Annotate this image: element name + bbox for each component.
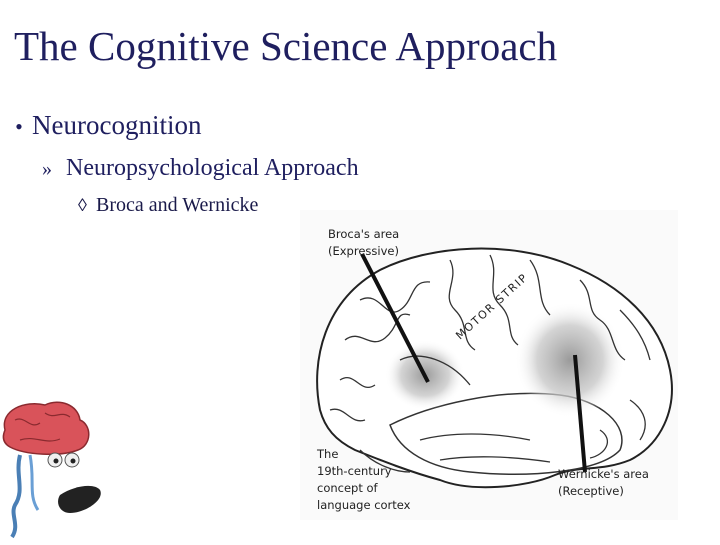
bullet-text: Neuropsychological Approach: [66, 155, 359, 181]
bullet-marker: •: [6, 114, 32, 140]
brain-clipart-drawing: [0, 395, 110, 540]
brain-clipart: [0, 395, 110, 540]
bullet-level1: •Neurocognition: [6, 110, 201, 141]
bullet-marker: »: [42, 158, 66, 181]
bullet-marker: ◊: [78, 195, 96, 216]
hand-icon: [58, 486, 101, 513]
nerve-icon: [12, 455, 20, 537]
bullet-text: Broca and Wernicke: [96, 194, 258, 216]
figure-caption: The 19th-century concept of language cor…: [317, 446, 410, 514]
wernicke-area-shading: [515, 302, 625, 418]
bullet-level3: ◊Broca and Wernicke: [78, 194, 258, 217]
brain-icon: [3, 402, 88, 454]
slide-title: The Cognitive Science Approach: [14, 22, 557, 70]
broca-area-label: Broca's area (Expressive): [328, 226, 399, 260]
wernicke-area-label: Wernicke's area (Receptive): [558, 466, 649, 500]
bullet-level2: »Neuropsychological Approach: [42, 155, 359, 182]
bullet-text: Neurocognition: [32, 110, 201, 140]
brain-illustration: MOTOR STRIP Broca's area (Expressive) We…: [300, 210, 678, 520]
